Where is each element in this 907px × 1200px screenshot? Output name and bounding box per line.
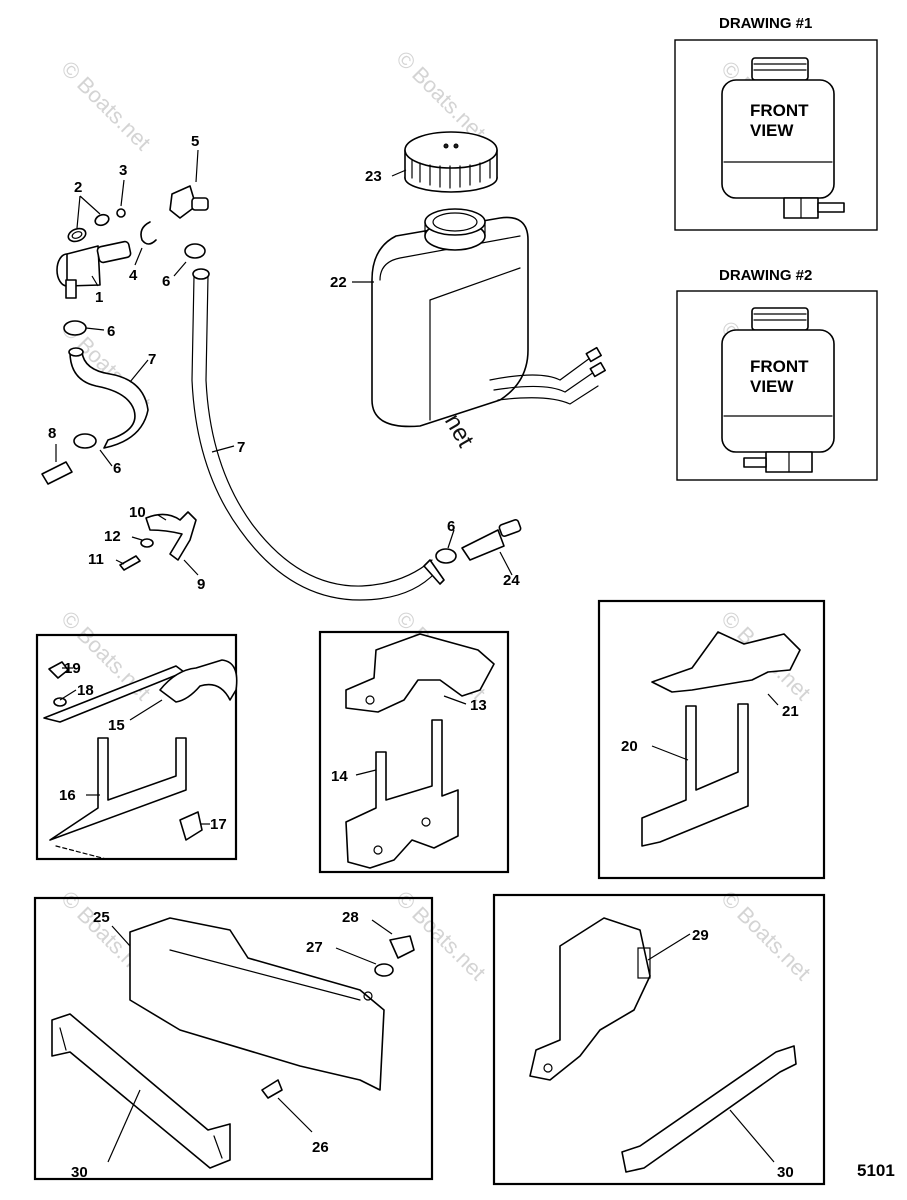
callout-29: 29 xyxy=(692,927,709,944)
bracket-kit-b-parts xyxy=(345,633,495,869)
drawing-2-view-line2: VIEW xyxy=(750,377,794,396)
drawing-2-title: DRAWING #2 xyxy=(719,267,812,284)
callout-23: 23 xyxy=(365,168,382,185)
callout-11: 11 xyxy=(88,551,104,568)
callout-3: 3 xyxy=(119,162,127,179)
callout-labels: 5 3 2 1 4 6 6 7 8 6 7 10 12 11 9 6 24 22… xyxy=(48,133,799,1181)
reservoir-tank xyxy=(371,208,606,428)
callout-20: 20 xyxy=(621,738,638,755)
callout-18: 18 xyxy=(77,682,94,699)
bracket-kit-box-e xyxy=(492,893,826,1186)
drawing-1-view-line1: FRONT xyxy=(750,101,809,120)
callout-14: 14 xyxy=(331,768,348,785)
bracket-kit-c-parts xyxy=(641,631,801,847)
drawing-1-view-line2: VIEW xyxy=(750,121,794,140)
callout-19: 19 xyxy=(64,660,81,677)
callout-6: 6 xyxy=(113,460,121,477)
callout-6: 6 xyxy=(447,518,455,535)
bracket-kit-a-parts xyxy=(43,659,238,861)
drawing-1-bottle xyxy=(721,57,845,219)
drawing-2-view-line1: FRONT xyxy=(750,357,809,376)
leader-lines xyxy=(55,149,779,1163)
callout-9: 9 xyxy=(197,576,205,593)
drawing-1-title: DRAWING #1 xyxy=(719,15,812,32)
callout-17: 17 xyxy=(210,816,227,833)
callout-5: 5 xyxy=(191,133,199,150)
callout-7: 7 xyxy=(148,351,156,368)
bracket-kit-box-a xyxy=(35,633,238,861)
diagram-code: 5101 xyxy=(857,1161,895,1180)
drawing-2-bottle xyxy=(721,307,835,473)
callout-30: 30 xyxy=(777,1164,794,1181)
drawing-2-panel: DRAWING #2 FRONT VIEW xyxy=(676,267,878,481)
drawing-1-panel: DRAWING #1 FRONT VIEW xyxy=(674,15,878,231)
callout-8: 8 xyxy=(48,425,56,442)
callout-26: 26 xyxy=(312,1139,329,1156)
bracket-kit-e-parts xyxy=(529,917,797,1173)
bracket-kit-d-parts xyxy=(51,917,415,1169)
callout-10: 10 xyxy=(129,504,146,521)
reservoir-cap xyxy=(404,131,498,193)
callout-6: 6 xyxy=(162,273,170,290)
callout-13: 13 xyxy=(470,697,487,714)
callout-28: 28 xyxy=(342,909,359,926)
callout-21: 21 xyxy=(782,703,799,720)
callout-30: 30 xyxy=(71,1164,88,1181)
drawing-1-frame xyxy=(674,39,878,231)
callout-24: 24 xyxy=(503,572,520,589)
drawing-2-frame xyxy=(676,290,878,481)
connector-24 xyxy=(435,518,522,564)
fitting-assembly xyxy=(56,185,209,299)
callout-4: 4 xyxy=(129,267,138,284)
watermark: © Boats.net xyxy=(391,46,490,145)
bracket-kit-box-c xyxy=(597,599,826,880)
callout-6: 6 xyxy=(107,323,115,340)
callout-16: 16 xyxy=(59,787,76,804)
callout-2: 2 xyxy=(74,179,82,196)
callout-7: 7 xyxy=(237,439,245,456)
bracket-kit-box-b xyxy=(318,630,510,874)
callout-27: 27 xyxy=(306,939,323,956)
bracket-kit-box-d xyxy=(33,896,434,1181)
watermark: © Boats.net xyxy=(56,56,155,155)
hose-clip-assembly xyxy=(119,511,197,571)
watermark: © Boats.net xyxy=(716,886,815,985)
callout-15: 15 xyxy=(108,717,125,734)
callout-22: 22 xyxy=(330,274,347,291)
hose-short xyxy=(41,320,149,485)
watermark: © Boats.net xyxy=(391,886,490,985)
callout-12: 12 xyxy=(104,528,121,545)
hose-long xyxy=(191,268,445,601)
callout-1: 1 xyxy=(95,289,103,306)
callout-25: 25 xyxy=(93,909,110,926)
